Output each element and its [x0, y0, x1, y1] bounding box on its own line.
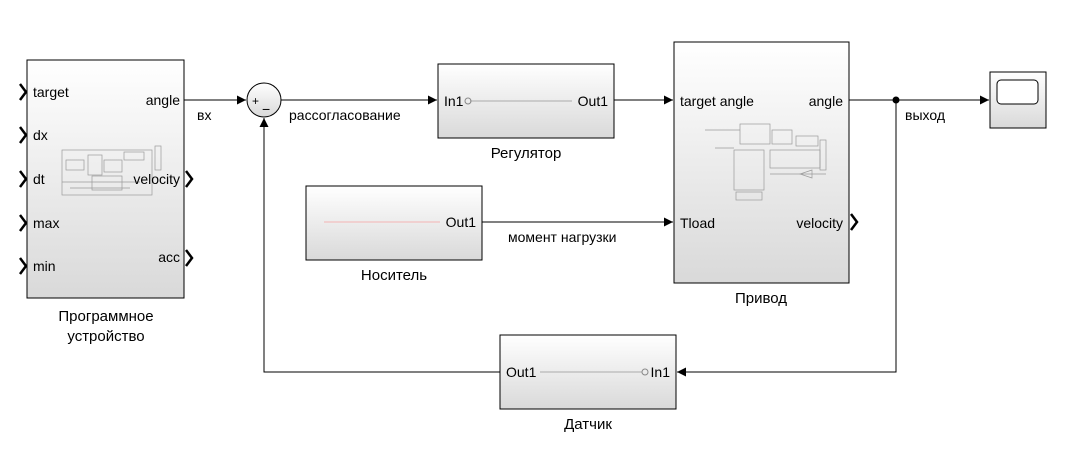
regulator-name: Регулятор: [491, 145, 562, 162]
program-port-dx-icon[interactable]: [19, 126, 28, 144]
sum-block[interactable]: + −: [246, 82, 282, 118]
signal-label-output: выход: [905, 107, 945, 123]
drive-name: Привод: [735, 290, 787, 307]
carrier-name: Носитель: [361, 267, 427, 284]
drive-input-label: Tload: [680, 215, 715, 231]
program-input-label: dx: [33, 127, 48, 143]
signal-label-input: вх: [197, 107, 211, 123]
program-input-label: min: [33, 258, 56, 274]
drive-output-label: angle: [809, 93, 843, 109]
program-output-label: angle: [146, 92, 180, 108]
program-port-dt-icon[interactable]: [19, 170, 28, 188]
program-input-label: target: [33, 84, 69, 100]
signal-wires: [184, 95, 989, 377]
signal-label-error: рассогласование: [289, 107, 401, 123]
signal-label-load-torque: момент нагрузки: [508, 229, 616, 245]
wire-feedback[interactable]: [259, 118, 500, 373]
branch-point: [892, 96, 900, 104]
program-output-label: velocity: [133, 171, 180, 187]
drive-thumbnail: [705, 123, 827, 201]
program-port-acc-icon[interactable]: [185, 249, 194, 267]
program-port-min-icon[interactable]: [19, 257, 28, 275]
program-port-velocity-icon[interactable]: [185, 170, 194, 188]
scope-icon: [996, 79, 1039, 105]
drive-block[interactable]: target angle Tload angle velocity: [673, 41, 859, 284]
carrier-out-label: Out1: [446, 214, 477, 230]
drive-output-label: velocity: [796, 215, 843, 231]
sum-minus-sign: −: [262, 101, 270, 117]
program-device-thumbnail: [61, 145, 162, 196]
regulator-out-label: Out1: [578, 93, 609, 109]
scope-block[interactable]: [989, 71, 1047, 129]
program-device-name-line2: устройство: [67, 328, 144, 345]
sum-plus-sign: +: [252, 94, 259, 108]
program-device-name: Программное: [58, 308, 153, 325]
wire-feedback-branch[interactable]: [677, 100, 897, 377]
program-output-label: acc: [158, 249, 180, 265]
regulator-block[interactable]: In1 Out1: [437, 63, 615, 139]
program-input-label: dt: [33, 171, 45, 187]
sensor-block[interactable]: Out1 In1: [499, 334, 677, 410]
program-port-target-icon[interactable]: [19, 83, 28, 101]
sensor-name: Датчик: [564, 416, 612, 433]
sensor-out-label: Out1: [506, 364, 537, 380]
carrier-block[interactable]: Out1: [305, 185, 483, 261]
sensor-in-label: In1: [651, 364, 671, 380]
regulator-in-label: In1: [444, 93, 464, 109]
program-port-max-icon[interactable]: [19, 214, 28, 232]
drive-port-velocity-icon[interactable]: [850, 213, 859, 231]
drive-input-label: target angle: [680, 93, 754, 109]
program-input-label: max: [33, 215, 59, 231]
program-device-block[interactable]: target dx dt max min angle velocity acc: [19, 59, 194, 299]
